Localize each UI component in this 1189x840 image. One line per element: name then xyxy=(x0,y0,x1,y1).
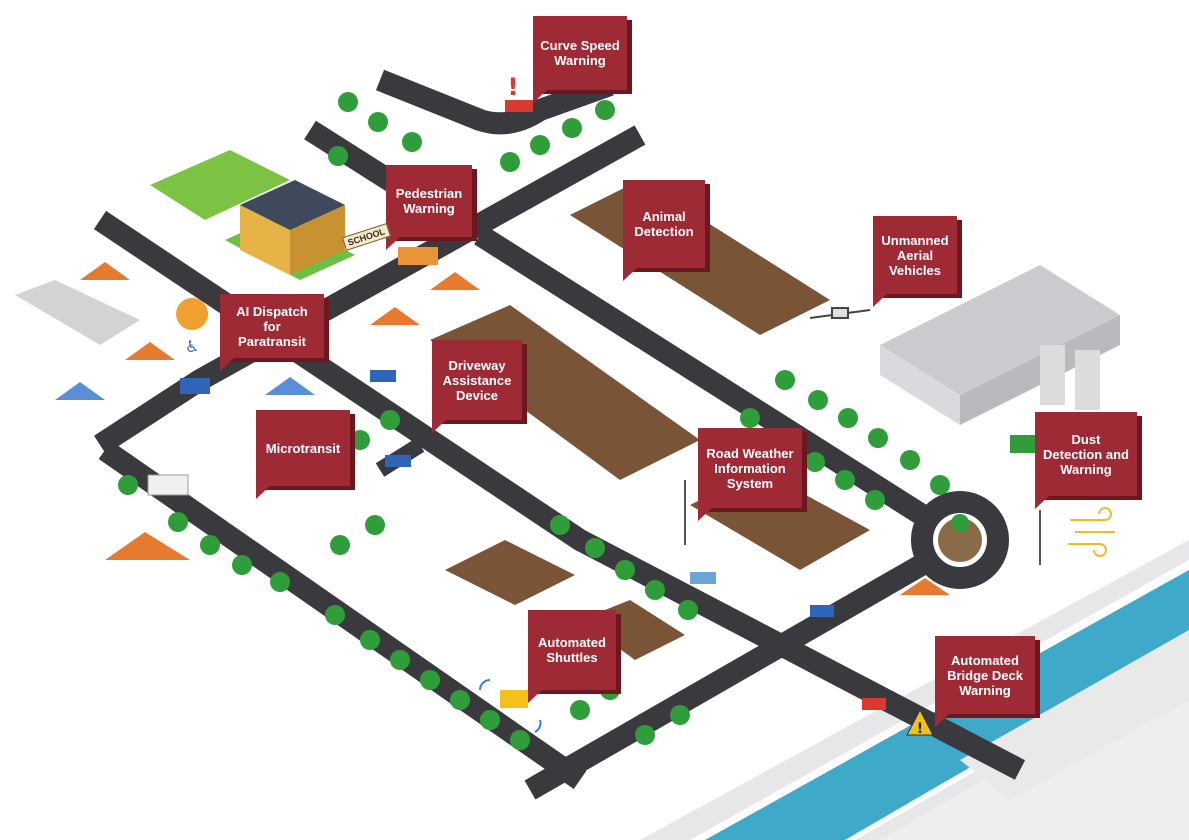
label-road-weather-information-system: Road Weather Information System xyxy=(698,428,802,521)
label-curve-speed-warning: Curve Speed Warning xyxy=(533,16,627,103)
label-dust-detection-warning: Dust Detection and Warning xyxy=(1035,412,1137,509)
house xyxy=(55,382,105,415)
house xyxy=(370,307,420,340)
car-on-curve xyxy=(505,100,533,112)
parking-lot xyxy=(15,280,140,345)
alert-exclamation-icon: ! xyxy=(508,73,519,101)
microtransit-van xyxy=(147,474,189,496)
house xyxy=(125,342,175,375)
label-automated-shuttles: Automated Shuttles xyxy=(528,610,616,703)
label-ai-dispatch-paratransit: AI Dispatch for Paratransit xyxy=(220,294,324,371)
house xyxy=(80,262,130,295)
svg-text:!: ! xyxy=(508,73,519,101)
trees xyxy=(118,92,969,750)
wheelchair-icon: ♿ xyxy=(176,298,209,358)
school-building xyxy=(225,180,355,280)
automated-shuttle xyxy=(500,690,528,708)
label-pedestrian-warning: Pedestrian Warning xyxy=(386,165,472,250)
label-automated-bridge-deck-warning: Automated Bridge Deck Warning xyxy=(935,636,1035,727)
houses xyxy=(55,262,950,612)
label-unmanned-aerial-vehicles: Unmanned Aerial Vehicles xyxy=(873,216,957,307)
school-bus xyxy=(398,247,438,265)
weather-sensor-pole xyxy=(684,480,1041,565)
car xyxy=(370,370,396,382)
warning-triangle-icon: ! xyxy=(906,708,934,737)
roundabout-center xyxy=(938,518,982,562)
car xyxy=(810,605,834,617)
drone-icon xyxy=(809,307,871,319)
house xyxy=(430,272,480,305)
vehicles xyxy=(147,100,1045,710)
label-driveway-assistance-device: Driveway Assistance Device xyxy=(432,340,522,433)
house xyxy=(105,532,190,585)
playground xyxy=(150,150,290,220)
car xyxy=(385,455,411,467)
label-microtransit: Microtransit xyxy=(256,410,350,499)
car xyxy=(862,698,886,710)
car xyxy=(690,572,716,584)
paratransit-van xyxy=(180,378,210,394)
house xyxy=(900,578,950,612)
wifi-signal-icon xyxy=(479,679,542,733)
wind-icon xyxy=(1068,507,1115,557)
label-animal-detection: Animal Detection xyxy=(623,180,705,281)
svg-text:♿: ♿ xyxy=(185,337,199,356)
svg-text:!: ! xyxy=(917,721,923,737)
silos xyxy=(1040,345,1100,410)
house xyxy=(265,377,315,410)
